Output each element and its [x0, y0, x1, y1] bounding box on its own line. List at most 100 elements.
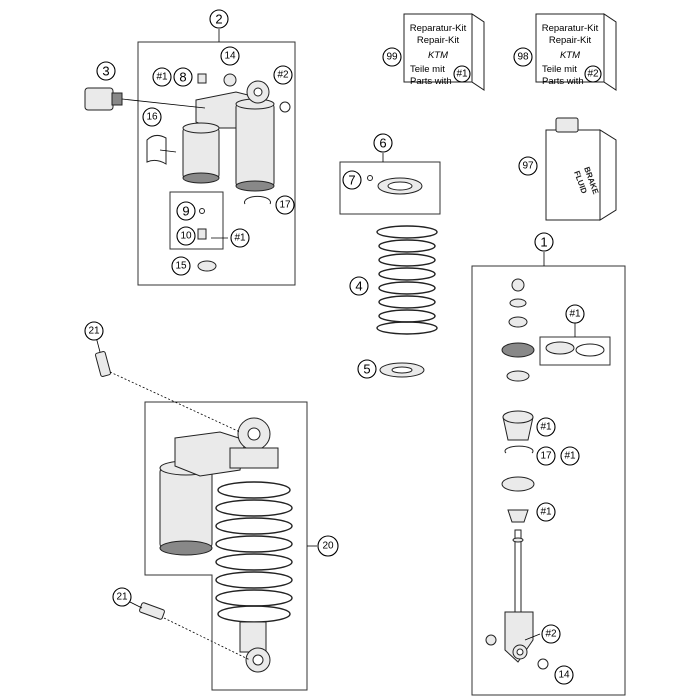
svg-text:4: 4	[355, 279, 362, 294]
svg-text:6: 6	[379, 136, 386, 151]
svg-text:21: 21	[116, 592, 128, 603]
cap-15-part	[197, 260, 217, 272]
damper-bottom-ring	[235, 180, 275, 192]
callout-17-upper: 17	[275, 195, 295, 215]
svg-text:#2: #2	[277, 70, 289, 81]
callout-7: 7	[342, 170, 362, 190]
spring-seat-5-part	[379, 362, 425, 378]
svg-text:8: 8	[179, 70, 186, 85]
group-2-frame	[137, 41, 296, 286]
svg-text:99: 99	[386, 52, 398, 63]
svg-text:1: 1	[540, 235, 547, 250]
callout-hash2-kit: #2	[584, 65, 602, 83]
repair-kit-99: Reparatur-Kit Repair-Kit KTM Teile mit P…	[403, 13, 485, 91]
svg-text:#1: #1	[234, 233, 246, 244]
washer-14-part	[223, 73, 237, 87]
kit-98-line3: Teile mit	[542, 64, 577, 75]
callout-hash1-b: #1	[230, 228, 250, 248]
callout-21-upper: 21	[84, 321, 104, 341]
svg-text:14: 14	[224, 51, 236, 62]
kit-98-line2: Repair-Kit	[549, 35, 592, 46]
svg-text:17: 17	[279, 200, 291, 211]
eye-hole	[253, 87, 263, 97]
svg-text:16: 16	[146, 112, 158, 123]
callout-hash1-d: #1	[536, 417, 556, 437]
kit-99-line3: Teile mit	[410, 64, 445, 75]
svg-text:3: 3	[102, 64, 109, 79]
callout-3: 3	[96, 61, 116, 81]
ball-9-part	[199, 208, 205, 214]
group-1-parts	[485, 278, 605, 670]
svg-text:98: 98	[517, 52, 529, 63]
callout-hash1-e: #1	[560, 446, 580, 466]
callout-20: 20	[317, 535, 339, 557]
callout-98: 98	[513, 47, 533, 67]
kit-99-logo: KTM	[428, 50, 448, 61]
callout-hash1-c: #1	[565, 304, 585, 324]
group-6-parts	[367, 175, 423, 195]
repair-kit-98: Reparatur-Kit Repair-Kit KTM Teile mit P…	[535, 13, 617, 91]
callout-hash2-a: #2	[273, 65, 293, 85]
svg-text:#2: #2	[545, 629, 557, 640]
circlip-17-part	[244, 195, 271, 205]
callout-14-upper: 14	[220, 46, 240, 66]
callout-hash1-kit: #1	[453, 65, 471, 83]
leader-lines	[94, 29, 576, 641]
callout-1: 1	[534, 232, 554, 252]
svg-text:#2: #2	[587, 69, 599, 80]
callout-9: 9	[176, 201, 196, 221]
screw-10-part	[197, 228, 207, 240]
group-6-frame	[339, 161, 441, 215]
valve-8-part	[197, 73, 207, 84]
group-9-10-subframe	[169, 191, 224, 250]
callout-99: 99	[382, 47, 402, 67]
kit-98-logo: KTM	[560, 50, 580, 61]
damper-body-part	[235, 103, 275, 187]
kit-99-line1: Reparatur-Kit	[410, 23, 467, 34]
sheet-16-part	[146, 134, 167, 165]
kit-99-line4: Parts with	[410, 76, 452, 87]
brake-fluid-can-97: BRAKE FLUID	[545, 117, 617, 221]
svg-text:97: 97	[522, 161, 534, 172]
kit-98-line1: Reparatur-Kit	[542, 23, 599, 34]
callout-6: 6	[373, 133, 393, 153]
svg-text:#1: #1	[569, 309, 581, 320]
kit-98-line4: Parts with	[542, 76, 584, 87]
callout-hash2-b: #2	[541, 624, 561, 644]
group-20-frame	[144, 401, 308, 691]
spring-4-part	[376, 225, 438, 335]
callout-10: 10	[176, 226, 196, 246]
svg-text:21: 21	[88, 326, 100, 337]
callout-16: 16	[142, 107, 162, 127]
reservoir-body-part	[182, 127, 220, 179]
callout-17-lower: 17	[536, 446, 556, 466]
svg-text:2: 2	[215, 12, 222, 27]
svg-text:14: 14	[558, 670, 570, 681]
svg-text:7: 7	[348, 173, 355, 188]
svg-text:20: 20	[322, 541, 334, 552]
callout-21-lower: 21	[112, 587, 132, 607]
callout-97: 97	[518, 156, 538, 176]
reservoir-bottom-ring	[182, 172, 220, 184]
callout-5: 5	[357, 359, 377, 379]
bolt-21-upper-part	[95, 351, 241, 433]
callout-hash1-a: #1	[152, 67, 172, 87]
bolt-21-lower-part	[139, 602, 251, 661]
svg-text:#1: #1	[564, 451, 576, 462]
svg-text:#1: #1	[456, 69, 468, 80]
callout-8: 8	[173, 67, 193, 87]
callout-15: 15	[171, 256, 191, 276]
callout-hash1-f: #1	[536, 502, 556, 522]
assembled-shock-20-part	[159, 417, 293, 673]
svg-text:#1: #1	[540, 422, 552, 433]
svg-text:#1: #1	[156, 72, 168, 83]
callout-14-lower: 14	[554, 665, 574, 685]
washer-right-part	[279, 101, 291, 113]
adjuster-3-part	[84, 87, 206, 111]
svg-text:17: 17	[540, 451, 552, 462]
reservoir-top-part	[182, 122, 220, 134]
callout-2: 2	[209, 9, 229, 29]
group-1-frame	[471, 265, 626, 696]
svg-text:10: 10	[180, 231, 192, 242]
